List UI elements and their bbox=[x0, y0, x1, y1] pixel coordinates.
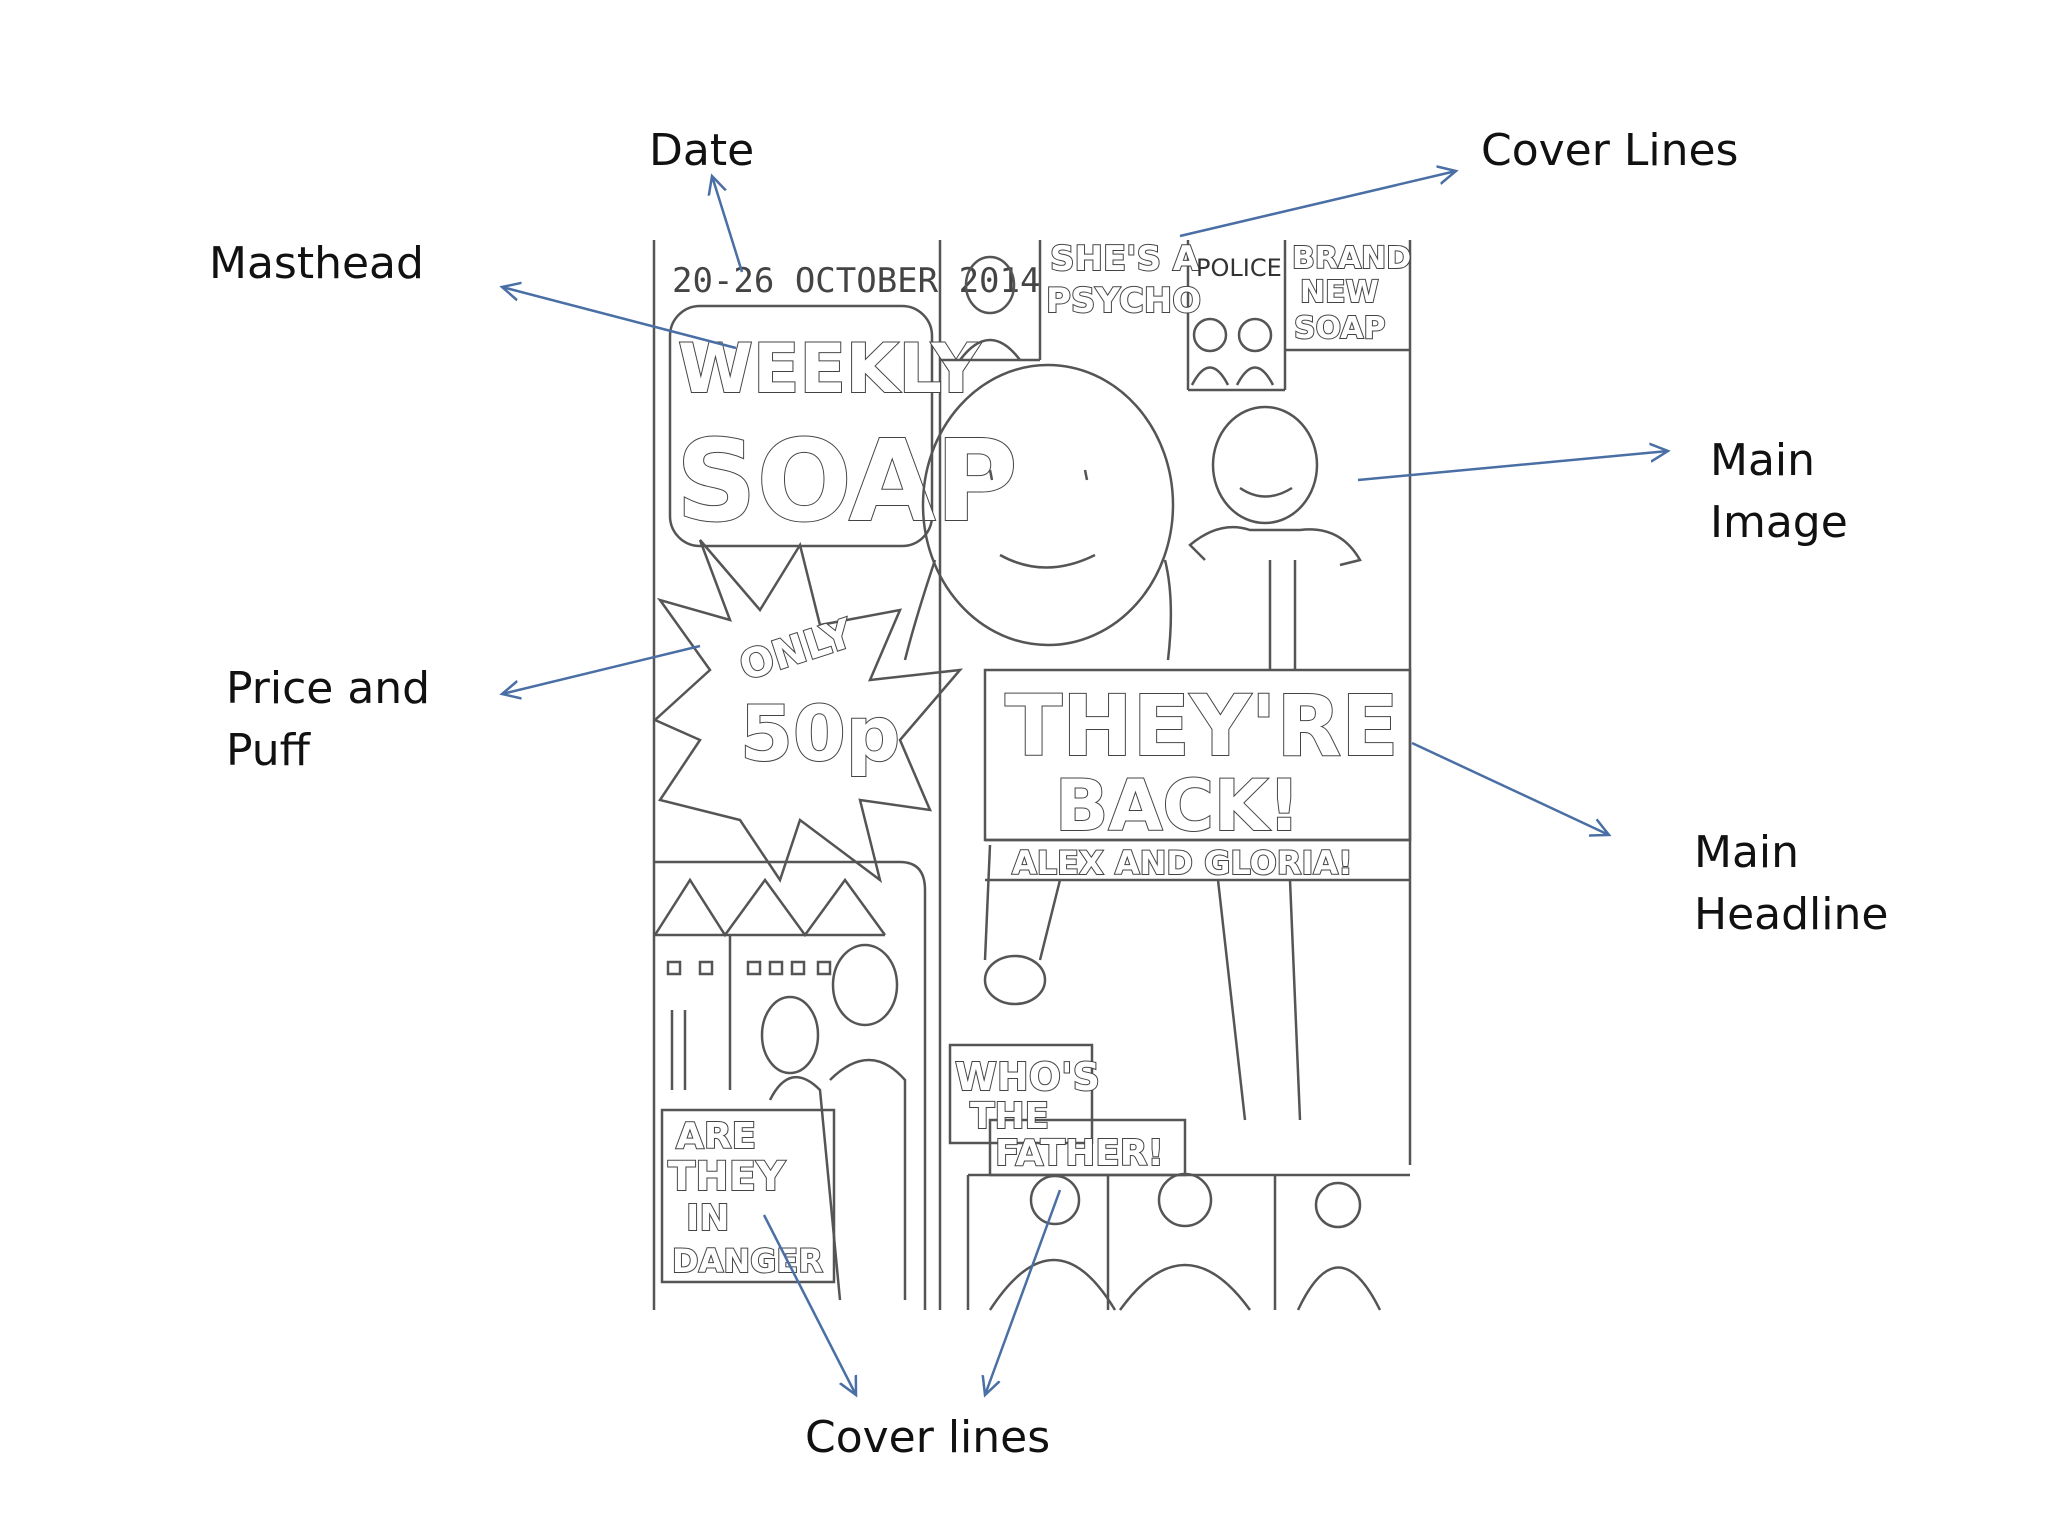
sketch-danger-3: IN bbox=[686, 1198, 730, 1239]
sketch-father-2: THE bbox=[970, 1096, 1049, 1137]
bottom-faces-panel bbox=[966, 1172, 1410, 1311]
sketch-cover-brand: BRAND bbox=[1292, 241, 1411, 276]
sketch-danger-4: DANGER bbox=[672, 1242, 823, 1280]
sketch-headline-sub: ALEX AND GLORIA! bbox=[1012, 844, 1353, 882]
price-starburst bbox=[652, 539, 964, 884]
arrow-masthead bbox=[502, 287, 737, 350]
label-main-image: Main Image bbox=[1710, 435, 1848, 548]
danger-box bbox=[660, 1108, 836, 1284]
main-image-figures bbox=[903, 363, 1362, 1121]
sketch-father-3: FATHER! bbox=[995, 1133, 1164, 1174]
top-cover-panels bbox=[940, 240, 1410, 392]
arrow-cover-lines-bottom-1 bbox=[762, 1214, 856, 1395]
label-main-headline: Main Headline bbox=[1694, 827, 1889, 940]
arrow-cover-lines-bottom-2 bbox=[985, 1189, 1062, 1395]
arrow-price bbox=[502, 644, 701, 694]
arrow-main-headline bbox=[1411, 741, 1609, 835]
sketch-cover-psycho-1: SHE'S A bbox=[1050, 239, 1200, 279]
label-masthead: Masthead bbox=[209, 238, 424, 289]
sketch-price-value: 50p bbox=[740, 689, 900, 778]
sketch-headline-2: BACK! bbox=[1055, 765, 1300, 847]
label-date: Date bbox=[649, 125, 755, 176]
sketch-date: 20-26 OCTOBER 2014 bbox=[672, 261, 1040, 301]
sketch-danger-2: THEY bbox=[668, 1154, 786, 1200]
sketch-price-top: ONLY bbox=[734, 610, 859, 690]
sketch-cover-soap: SOAP bbox=[1294, 311, 1386, 346]
label-price-and-puff: Price and Puff bbox=[226, 663, 431, 776]
label-cover-lines-top: Cover Lines bbox=[1481, 125, 1739, 176]
sketch-masthead-top: WEEKLY bbox=[678, 330, 981, 409]
arrow-date bbox=[712, 176, 744, 273]
arrow-main-image bbox=[1357, 451, 1668, 482]
arrow-cover-lines-top bbox=[1179, 171, 1456, 238]
father-box bbox=[948, 1043, 1094, 1145]
sketch-masthead-main: SOAP bbox=[676, 417, 1018, 547]
sketch-cover-police: POLICE bbox=[1196, 254, 1282, 282]
annotation-arrows bbox=[502, 171, 1668, 1395]
sketch-headline-1: THEY'RE bbox=[1005, 677, 1399, 775]
sketch-cover-new: NEW bbox=[1300, 275, 1379, 310]
sketch-cover-psycho-2: PSYCHO bbox=[1046, 281, 1201, 321]
house-panel bbox=[653, 860, 927, 1310]
sketch-danger-1: ARE bbox=[676, 1116, 756, 1157]
sketch-father-1: WHO'S bbox=[955, 1055, 1100, 1099]
label-cover-lines-bottom: Cover lines bbox=[805, 1412, 1051, 1463]
